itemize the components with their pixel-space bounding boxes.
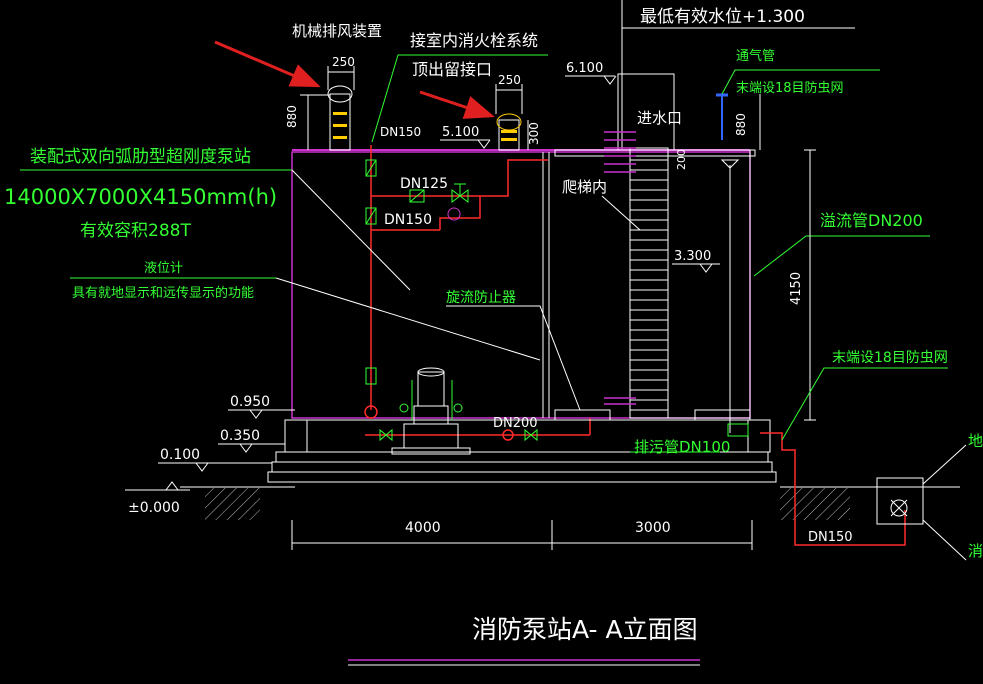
red-arrow-1 [214,40,321,88]
gauge-right [502,429,514,441]
ground-hatch-right [780,488,850,520]
dim-4000: 4000 [405,520,441,536]
pipe-dn150-mid: DN150 [384,212,432,228]
end-mesh-label: 末端设18目防虫网 [832,350,948,366]
station-volume: 有效容积288T [80,221,191,241]
elev-5100: 5.100 [442,125,479,140]
vent-mesh-label: 末端设18目防虫网 [736,80,844,96]
vent-dimensions [300,66,529,150]
vent-pipe-label: 通气管 [736,48,775,64]
dim-300: 300 [527,122,541,145]
bottom-dimensions [291,520,753,550]
station-leader [291,169,411,291]
vent-leader [721,69,880,95]
foundation-slab [267,419,777,483]
station-dims: 14000X7000X4150mm(h) [4,185,277,209]
top-level-label: 最低有效水位+1.300 [640,7,805,27]
pipe-dn150-bottom: DN150 [808,530,853,545]
dim-3000: 3000 [635,520,671,536]
exhaust-device-label: 机械排风装置 [292,22,382,40]
elev-0000: ±0.000 [128,500,180,516]
red-arrow-2 [419,90,495,119]
well-valve [890,499,908,517]
inlet-flanges [604,131,636,405]
edge-label-a: 地 [968,432,983,450]
level-gauge-desc: 具有就地显示和远传显示的功能 [72,285,254,301]
pipe-dn200: DN200 [493,416,538,431]
end-mesh-leader [781,367,948,441]
elev-0950: 0.950 [230,394,270,410]
vortex-leader [446,305,581,411]
elev-6100: 6.100 [566,61,603,76]
hydrant-label-line1: 接室内消火栓系统 [410,31,538,50]
dim-250-b: 250 [498,73,521,87]
ladder-label: 爬梯内 [562,178,607,196]
elevation-marks [125,75,720,491]
drawing-title: 消防泵站A- A立面图 [472,615,698,644]
edge-leader-b [922,519,967,561]
dim-880-right: 880 [734,113,748,136]
external-well [876,477,924,525]
elev-0100: 0.100 [160,447,200,463]
level-gauge-label: 液位计 [144,261,183,276]
dim-880-left: 880 [285,105,299,128]
drain-valve [727,423,749,437]
pipe-dn125: DN125 [400,176,448,192]
elev-0350: 0.350 [220,428,260,444]
ground-hatch-left [205,488,260,520]
ladder-leader [601,195,641,231]
dim-250-a: 250 [332,55,355,69]
station-name: 装配式双向弧肋型超刚度泵站 [30,147,251,167]
inner-plate-right [694,409,751,421]
dim-200: 200 [675,149,688,170]
fire-pump [391,367,471,455]
hydrant-leader [371,54,548,143]
exhaust-vent-right [496,113,522,151]
ladder [617,73,675,419]
drain-label: 排污管DN100 [634,438,730,456]
exhaust-vent-left [327,85,353,151]
edge-label-b: 消 [968,542,983,560]
dim-4150: 4150 [789,272,804,305]
overflow-funnel [720,159,740,169]
gauge-left [364,405,378,419]
tank-outline [291,149,751,419]
level-gauge-leader [275,277,541,361]
overflow-leader [753,235,930,277]
vortex-label: 旋流防止器 [446,290,516,306]
ground [180,486,960,520]
overflow-label: 溢流管DN200 [820,211,923,230]
edge-leader-a [922,444,967,485]
vortex-plate [554,409,611,421]
fire-pipe-network [365,145,906,546]
pipe-dn150-top: DN150 [380,125,421,139]
inlet-label: 进水口 [637,109,682,127]
valves [365,159,538,442]
hydrant-label-line2: 顶出留接口 [412,60,492,79]
elev-3300: 3.300 [674,249,711,264]
